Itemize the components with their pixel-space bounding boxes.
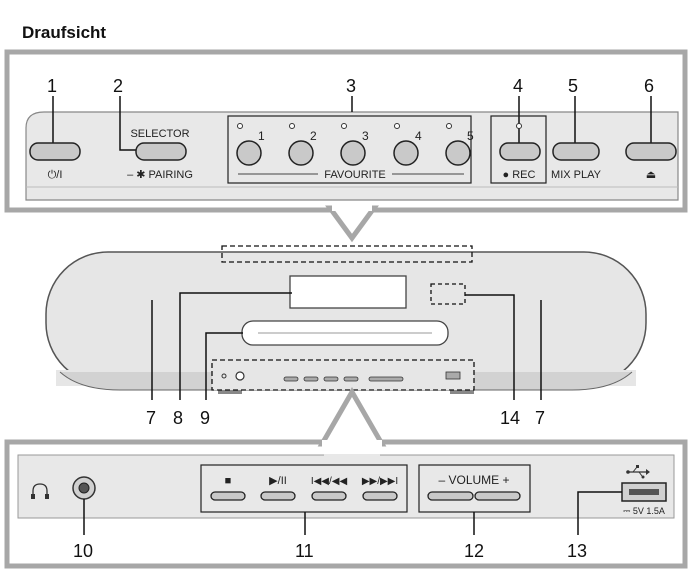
usb-port-inner [629,489,659,495]
callout-4: 4 [513,76,523,96]
callout-11: 11 [295,541,314,561]
next-label: ▶▶/▶▶I [362,476,398,487]
callout-5: 5 [568,76,578,96]
playback-group-box [200,464,408,513]
callout-7-left: 7 [146,408,156,428]
favourite-number-2: 2 [310,129,317,143]
usb-rating: ⎓ 5V 1.5A [623,506,665,516]
leader-8 [179,292,292,400]
prev-label: I◀◀/◀◀ [311,476,348,487]
callout-8: 8 [173,408,183,428]
eject-label: ⏏ [646,169,656,181]
playpause-button[interactable] [260,491,296,501]
mini-prev-button [323,376,339,382]
favourite-label: FAVOURITE [324,169,386,181]
mini-next-button [343,376,359,382]
display-window [289,275,407,309]
favourite-group-box [227,115,472,184]
mini-play-button [303,376,319,382]
rec-button[interactable] [499,142,541,161]
callout-6: 6 [644,76,654,96]
leader-14 [465,294,515,400]
bottom-panel-pointer [317,386,387,447]
favourite-number-1: 1 [258,129,265,143]
mini-volume-button [368,376,404,382]
favourite-button-5[interactable] [445,123,471,166]
pointer-mask-top [332,203,372,211]
pairing-label: – ✱ PAIRING [127,169,193,181]
top-zone-marker [221,245,473,263]
usb-icon [626,465,650,479]
selector-button[interactable] [135,142,187,161]
pointer-mask-bottom [322,440,382,450]
favourite-number-5: 5 [467,129,474,143]
callout-13: 13 [567,541,587,561]
volume-down-button[interactable] [427,491,474,501]
rec-label: ● REC [503,169,536,181]
callout-14: 14 [500,408,520,428]
prev-button[interactable] [311,491,347,501]
callout-9: 9 [200,408,210,428]
front-panel-marker [211,359,475,391]
favourite-number-3: 3 [362,129,369,143]
mini-stop-button [283,376,299,382]
volume-label: – VOLUME + [438,473,509,487]
leader-2 [119,96,140,151]
top-panel-pointer [325,205,379,243]
headphone-jack[interactable] [72,476,96,500]
headphone-icon [31,483,49,499]
favourite-button-4[interactable] [393,123,419,166]
diagram-title: Draufsicht [22,23,106,42]
mixplay-button[interactable] [552,142,600,161]
mixplay-label: MIX PLAY [551,169,602,181]
mini-headphone-icon [221,373,227,379]
stop-label: ■ [225,475,232,487]
next-button[interactable] [362,491,398,501]
volume-up-button[interactable] [474,491,521,501]
pointer-mask-face [324,454,380,456]
mini-usb-port [445,371,461,380]
callout-2: 2 [113,76,123,96]
leader-13 [577,491,622,535]
callout-3: 3 [346,76,356,96]
leader-9 [205,332,243,400]
power-label: ⏻/I [48,169,63,181]
callout-1: 1 [47,76,57,96]
stop-button[interactable] [210,491,246,501]
playpause-label: ▶/II [269,475,287,487]
eject-button[interactable] [625,142,677,161]
callout-10: 10 [73,541,93,561]
favourite-button-3[interactable] [340,123,366,166]
mini-jack [235,371,245,381]
callout-7-right: 7 [535,408,545,428]
power-button[interactable] [29,142,81,161]
rec-indicator [516,123,522,129]
rec-group-box [490,115,547,184]
favourite-number-4: 4 [415,129,422,143]
favourite-button-1[interactable] [236,123,262,166]
callout-12: 12 [464,541,484,561]
favourite-button-2[interactable] [288,123,314,166]
selector-label: SELECTOR [130,128,189,140]
sensor-marker [430,283,466,305]
